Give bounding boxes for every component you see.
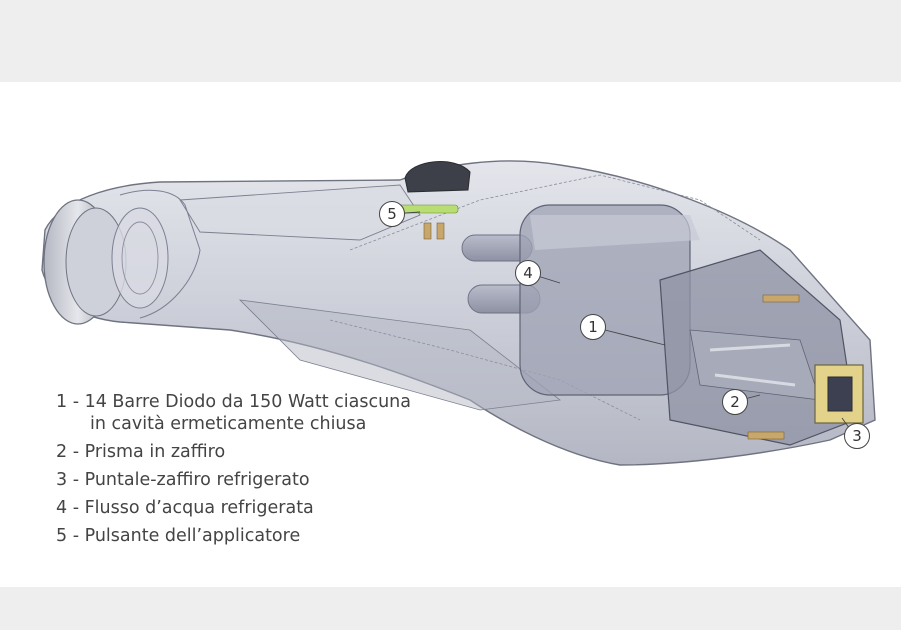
button-dome — [404, 161, 471, 193]
callout-3-label: 3 — [852, 427, 862, 445]
legend-item-1-continuation: in cavità ermeticamente chiusa — [90, 414, 367, 434]
legend-item-1: 1 - 14 Barre Diodo da 150 Watt ciascuna — [56, 392, 411, 412]
bottom-band — [0, 587, 901, 630]
callout-1-label: 1 — [588, 318, 598, 336]
callout-1: 1 — [580, 314, 606, 340]
callout-2: 2 — [722, 389, 748, 415]
top-band — [0, 0, 901, 82]
callout-5: 5 — [379, 201, 405, 227]
callout-2-label: 2 — [730, 393, 740, 411]
legend-item-2: 2 - Prisma in zaffiro — [56, 442, 226, 462]
legend-item-4: 4 - Flusso d’acqua refrigerata — [56, 498, 314, 518]
legend: 1 - 14 Barre Diodo da 150 Watt ciascuna … — [56, 388, 411, 550]
cable-connector — [43, 199, 169, 325]
legend-item-3: 3 - Puntale-zaffiro refrigerato — [56, 470, 310, 490]
callout-4-label: 4 — [523, 264, 533, 282]
sapphire-tip — [814, 364, 864, 424]
callout-4: 4 — [515, 260, 541, 286]
coolant-fittings — [397, 204, 800, 440]
prism-head — [659, 249, 856, 446]
callout-3: 3 — [844, 423, 870, 449]
diode-cylinders — [461, 204, 700, 396]
applicator-illustration: 1 2 3 4 5 — [41, 160, 876, 466]
legend-item-5: 5 - Pulsante dell’applicatore — [56, 526, 301, 546]
callout-5-label: 5 — [387, 205, 397, 223]
